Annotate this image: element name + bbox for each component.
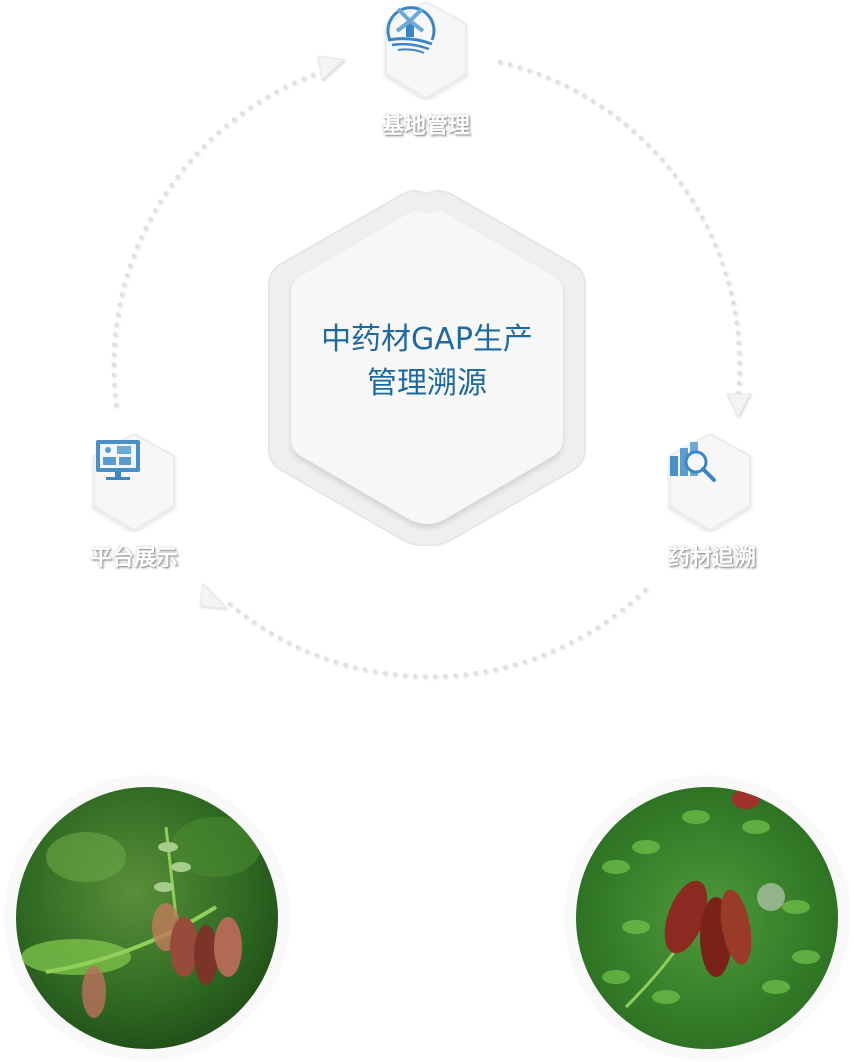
label-base-management: 基地管理 xyxy=(381,114,470,139)
monitor-dashboard-icon xyxy=(96,440,140,480)
cycle-ring xyxy=(111,55,751,679)
windmill-icon xyxy=(386,6,436,54)
center-title: 中药材GAP生产 管理溯源 xyxy=(267,318,587,406)
center-hexagon xyxy=(267,188,587,547)
node-herb-traceability[interactable] xyxy=(666,432,754,532)
label-platform-display: 平台展示 xyxy=(89,546,178,571)
node-platform-display[interactable] xyxy=(90,432,178,532)
center-title-line2: 管理溯源 xyxy=(367,366,487,401)
photo-right xyxy=(576,787,838,1049)
arc-top-right xyxy=(498,60,742,397)
arc-bottom xyxy=(223,588,647,679)
arrow-head-bottom-left xyxy=(199,582,228,609)
photo-left xyxy=(16,787,278,1049)
plant-photo-left xyxy=(16,787,278,1049)
node-base-management[interactable] xyxy=(382,0,470,100)
label-herb-traceability: 药材追溯 xyxy=(667,546,756,571)
plant-photo-right xyxy=(576,787,838,1049)
chart-search-icon xyxy=(670,442,716,482)
arrow-head-top xyxy=(317,55,346,81)
center-title-line1: 中药材GAP生产 xyxy=(321,322,533,357)
arc-top-left xyxy=(111,70,322,407)
arrow-head-right xyxy=(726,393,751,419)
